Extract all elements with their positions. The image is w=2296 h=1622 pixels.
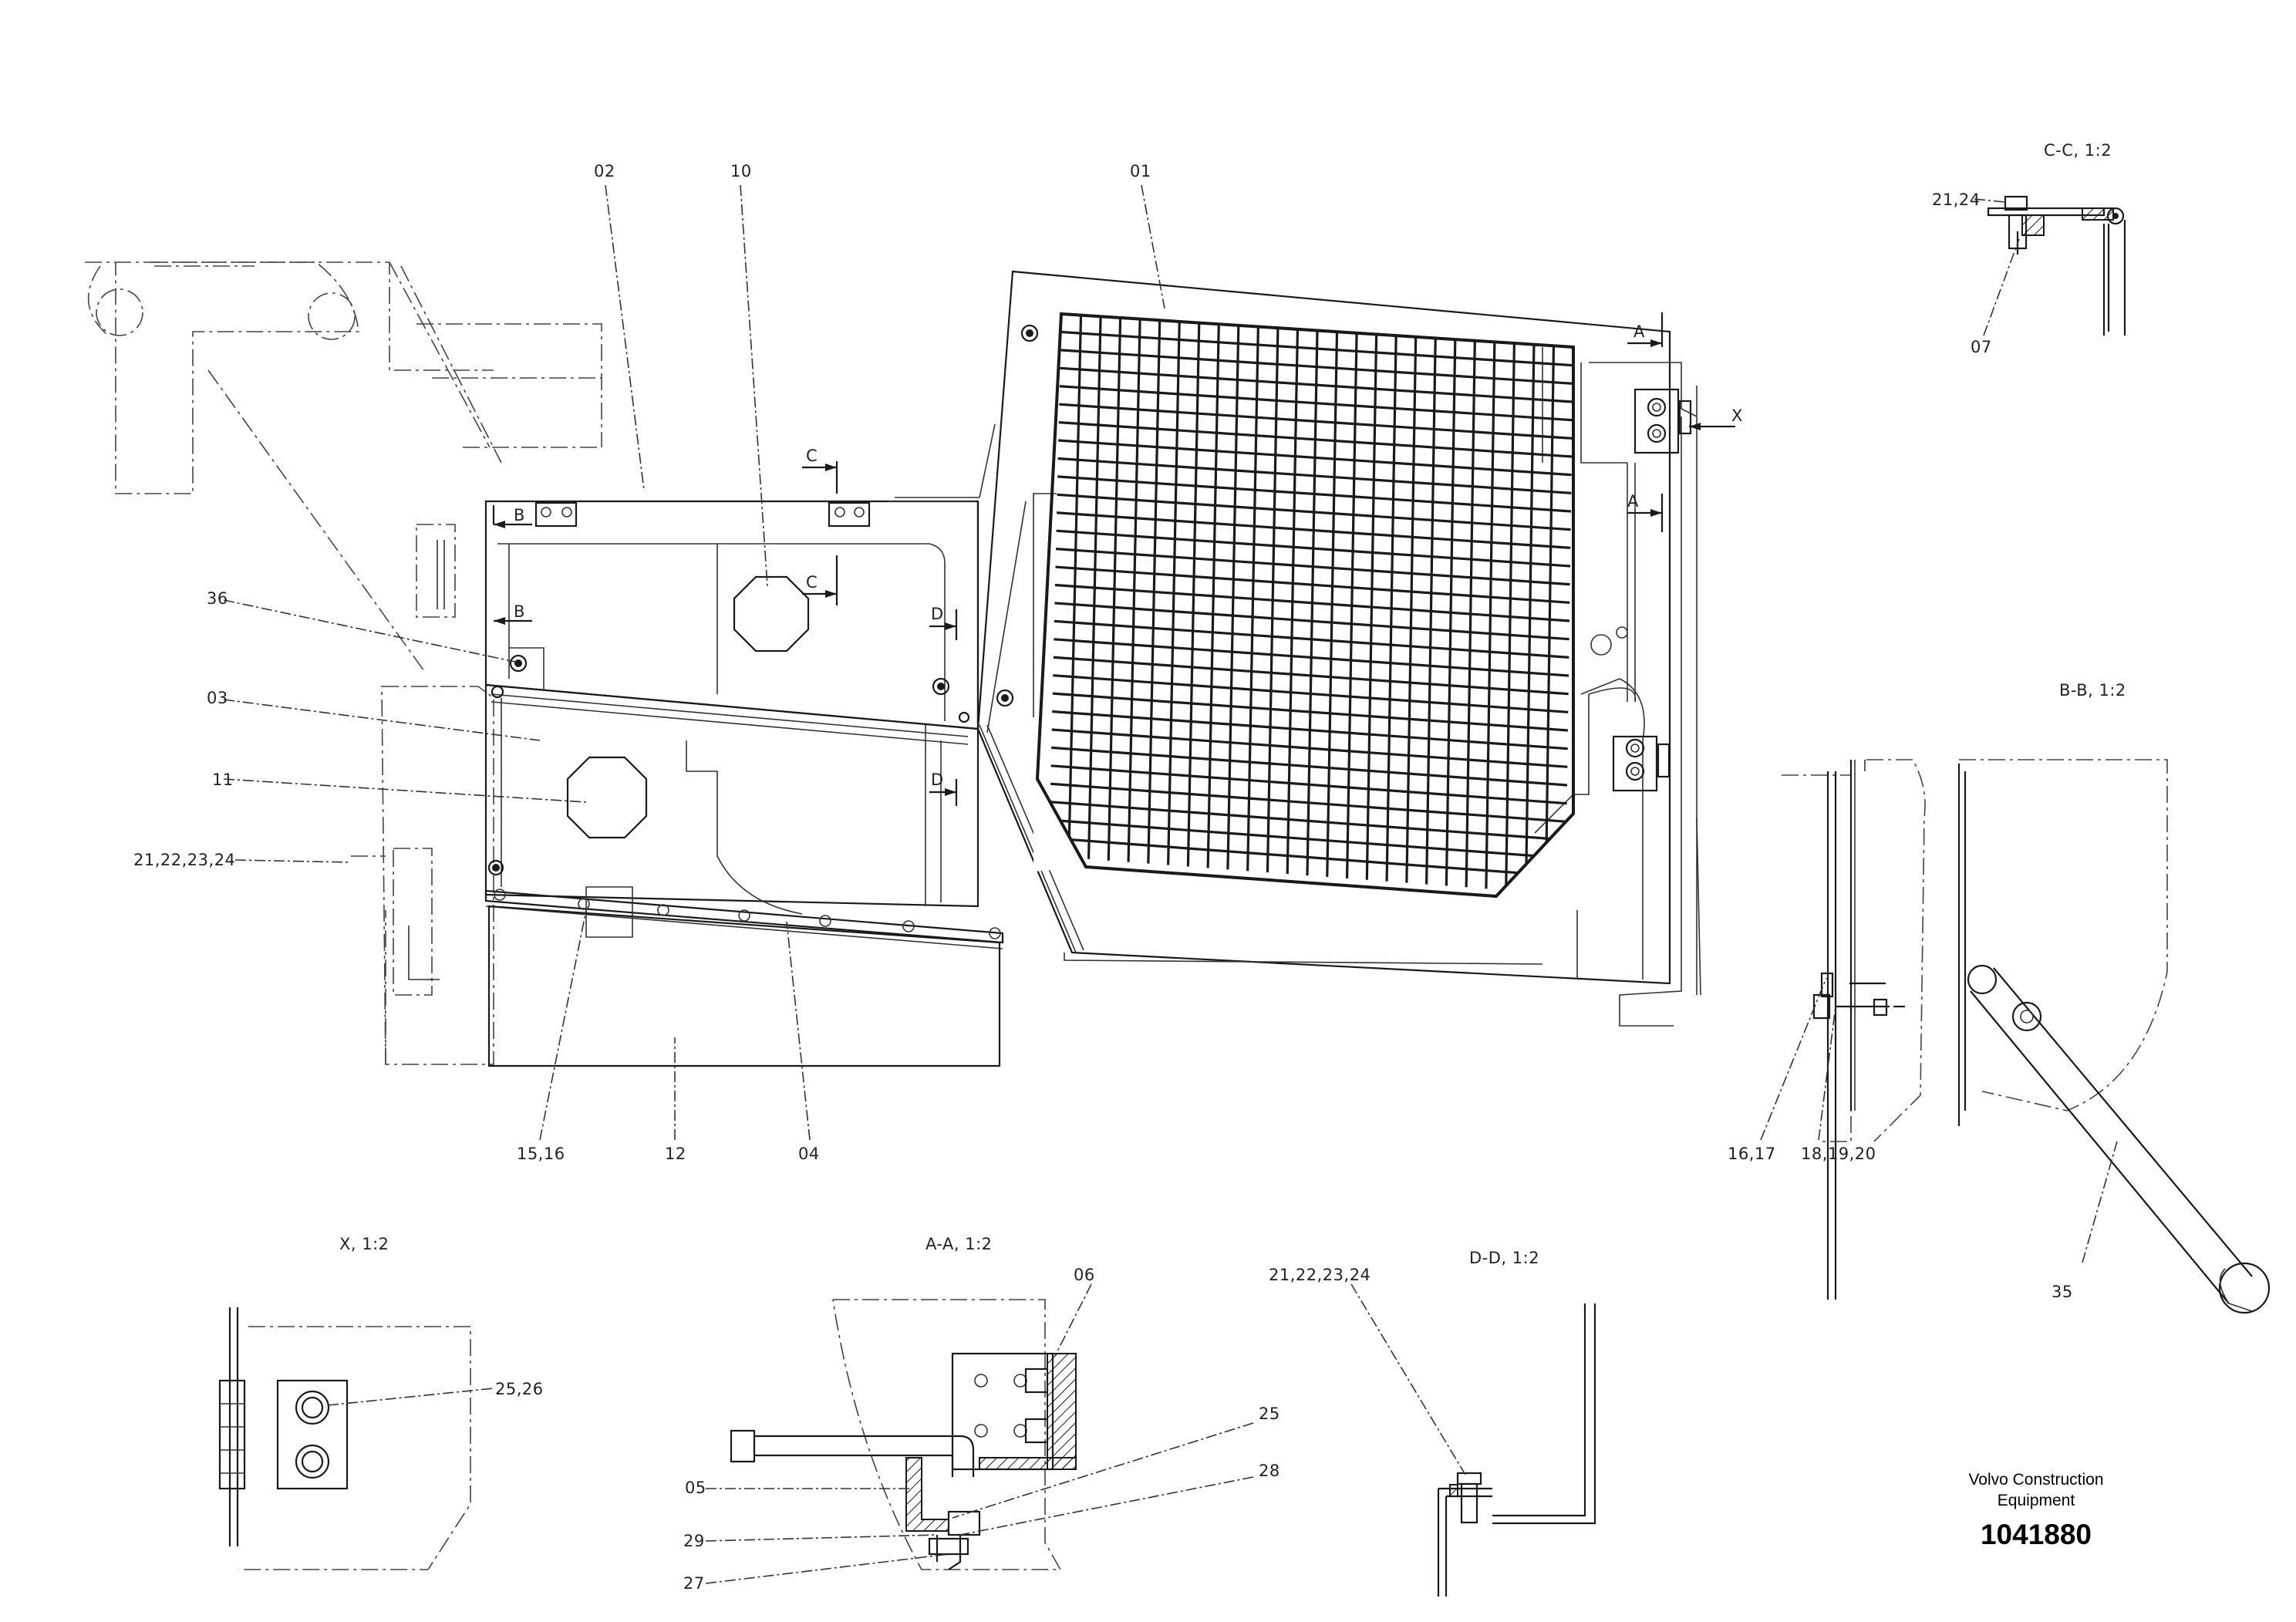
callout-25-26: 25,26 — [495, 1380, 544, 1398]
access-cover-10 — [733, 575, 810, 653]
callout-21-24-cc: 21,24 — [1932, 191, 1981, 209]
grille-bar-horizontal — [1054, 583, 1570, 622]
callout-28: 28 — [1259, 1462, 1280, 1480]
callout-01: 01 — [1130, 162, 1151, 180]
grille-bar-horizontal — [1054, 619, 1569, 659]
section-mark-a-top: A — [1633, 322, 1645, 341]
callout-02: 02 — [594, 162, 615, 180]
callout-21-22-23-24-dd: 21,22,23,24 — [1269, 1266, 1371, 1284]
document-number: 1041880 — [1980, 1519, 2092, 1550]
section-mark-d-bottom: D — [931, 771, 944, 789]
section-view-d-d: D-D, 1:2 21,22,23,24 — [1269, 1249, 1596, 1597]
callout-25: 25 — [1259, 1404, 1280, 1423]
callout-11: 11 — [212, 771, 234, 789]
grille-bar-horizontal — [1057, 511, 1571, 549]
callout-10: 10 — [730, 162, 752, 180]
view-title-a-a: A-A, 1:2 — [925, 1235, 993, 1253]
main-assembly-view: B B C C D D A — [85, 162, 1743, 1163]
grille-bar-horizontal — [1050, 782, 1567, 823]
callout-16-17: 16,17 — [1728, 1145, 1776, 1163]
title-block: Volvo Construction Equipment 1041880 — [1905, 1469, 2167, 1551]
grille-bar-horizontal — [1058, 421, 1573, 458]
lower-plate — [487, 905, 1001, 1067]
section-mark-a-bottom: A — [1627, 492, 1639, 511]
callout-21-22-23-24-main: 21,22,23,24 — [133, 851, 235, 869]
door-grille — [1033, 312, 1589, 910]
grille-bar-horizontal — [1060, 366, 1573, 403]
grille-bar-horizontal — [1049, 836, 1566, 878]
grille-bar-horizontal — [1057, 475, 1572, 513]
view-title-c-c: C-C, 1:2 — [2044, 141, 2112, 160]
section-mark-d-top: D — [931, 605, 944, 623]
access-cover-11 — [566, 756, 648, 839]
grille-bar-horizontal — [1057, 457, 1572, 494]
grille-bar-horizontal — [1060, 330, 1573, 367]
grille-bar-horizontal — [1057, 493, 1571, 531]
grille-outline — [1035, 312, 1575, 899]
grille-bar-horizontal — [1054, 602, 1569, 641]
fasteners — [487, 324, 1039, 939]
grille-bar-horizontal — [1055, 548, 1570, 586]
callout-27: 27 — [683, 1574, 705, 1593]
callout-12: 12 — [665, 1145, 686, 1163]
grille-bar-horizontal — [1059, 385, 1573, 422]
section-mark-c-bottom: C — [806, 573, 818, 592]
grille-bar-horizontal — [1056, 529, 1571, 568]
section-mark-b-bottom: B — [514, 602, 525, 621]
upper-cover-panel — [484, 500, 979, 730]
machine-frame-outline — [85, 261, 602, 1065]
grille-bar-horizontal — [1055, 565, 1570, 604]
detail-view-x: X, 1:2 25,26 — [218, 1235, 544, 1570]
section-view-b-b: B-B, 1:2 16,17 18,19,20 35 — [1728, 681, 2271, 1314]
view-title-d-d: D-D, 1:2 — [1469, 1249, 1539, 1267]
grille-bar-horizontal — [1058, 439, 1572, 477]
grille-bar-horizontal — [1059, 403, 1573, 440]
grille-bar-horizontal — [1053, 656, 1569, 696]
grille-bar-horizontal — [1049, 818, 1566, 860]
grille-bar-horizontal — [1054, 638, 1569, 677]
callout-36: 36 — [207, 589, 228, 608]
callout-35: 35 — [2052, 1283, 2073, 1301]
grille-bar-horizontal — [1050, 764, 1567, 805]
lower-cover-panel — [484, 683, 979, 915]
callout-15-16: 15,16 — [517, 1145, 565, 1163]
callout-29: 29 — [683, 1532, 705, 1550]
view-mark-x: X — [1731, 406, 1743, 425]
hinge-lower — [1612, 735, 1671, 792]
grille-bar-horizontal — [1060, 349, 1573, 385]
grille-corner-mask — [1033, 775, 1086, 872]
view-title-b-b: B-B, 1:2 — [2059, 681, 2126, 700]
callout-05: 05 — [685, 1479, 706, 1497]
section-mark-b-top: B — [514, 506, 525, 524]
section-view-c-c: C-C, 1:2 21,24 07 — [1932, 141, 2126, 356]
manufacturer-line-2: Equipment — [1997, 1492, 2075, 1509]
grille-bar-horizontal — [1050, 801, 1567, 841]
grille-bar-horizontal — [1052, 692, 1569, 732]
callout-04: 04 — [798, 1145, 820, 1163]
door-frame — [895, 270, 1701, 1027]
view-title-x: X, 1:2 — [339, 1235, 389, 1253]
grille-bar-horizontal — [1051, 746, 1568, 787]
grille-bar-horizontal — [1052, 710, 1568, 750]
callout-18-19-20: 18,19,20 — [1801, 1145, 1876, 1163]
grille-bar-horizontal — [1053, 674, 1569, 713]
grille-corner-mask — [1496, 814, 1589, 910]
manufacturer-line-1: Volvo Construction — [1968, 1471, 2104, 1489]
callout-03: 03 — [207, 689, 228, 707]
grille-bar-horizontal — [1051, 728, 1568, 768]
section-view-a-a: A-A, 1:2 06 05 25 28 29 27 — [683, 1235, 1280, 1593]
callout-07: 07 — [1971, 338, 1992, 356]
callout-06: 06 — [1074, 1266, 1095, 1284]
hinge-upper — [1633, 388, 1692, 454]
section-markers-main: B B C C D D A — [492, 312, 1743, 806]
section-mark-c-top: C — [806, 447, 818, 465]
callout-leaders-main — [223, 184, 1165, 1141]
